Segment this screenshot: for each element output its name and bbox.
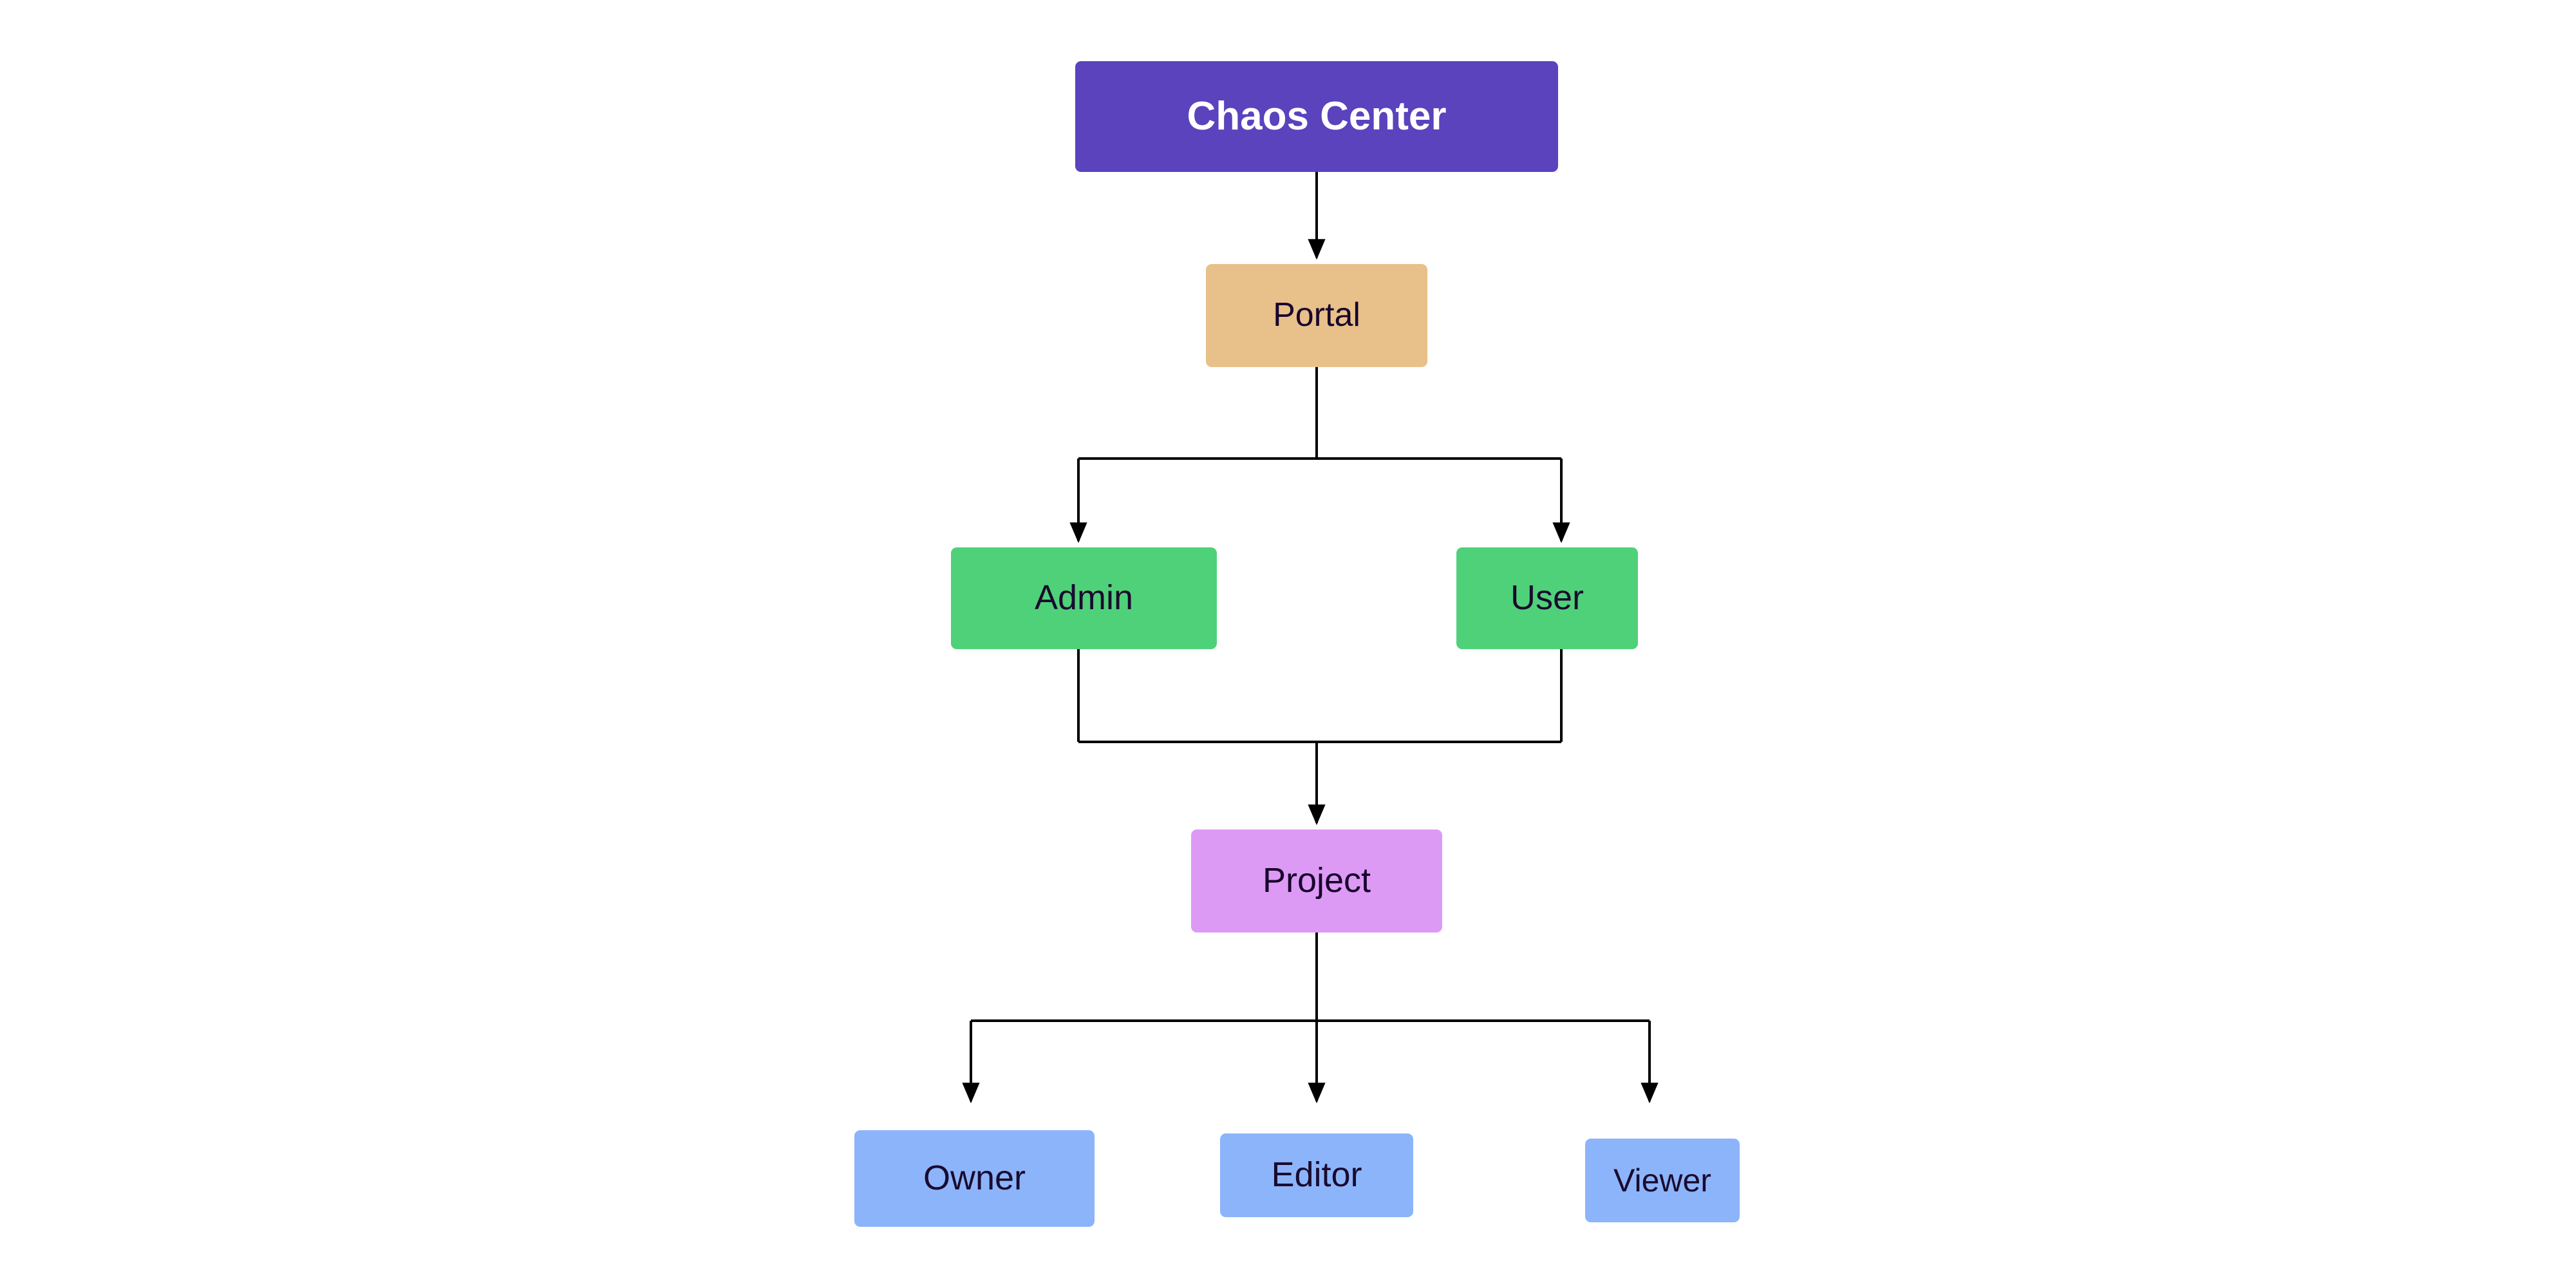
node-editor-label: Editor (1271, 1155, 1362, 1195)
node-user[interactable]: User (1456, 547, 1638, 649)
node-portal[interactable]: Portal (1206, 264, 1427, 367)
node-portal-label: Portal (1273, 296, 1360, 334)
node-chaos-center-label: Chaos Center (1187, 93, 1447, 138)
node-viewer-label: Viewer (1613, 1162, 1711, 1198)
node-admin-label: Admin (1034, 578, 1134, 618)
node-project[interactable]: Project (1191, 829, 1442, 933)
node-admin[interactable]: Admin (951, 547, 1217, 649)
node-viewer[interactable]: Viewer (1585, 1139, 1740, 1222)
node-chaos-center[interactable]: Chaos Center (1075, 61, 1558, 172)
node-owner[interactable]: Owner (854, 1130, 1095, 1227)
node-editor[interactable]: Editor (1220, 1133, 1413, 1217)
node-owner-label: Owner (923, 1159, 1026, 1198)
node-user-label: User (1510, 578, 1584, 618)
node-project-label: Project (1262, 861, 1371, 900)
